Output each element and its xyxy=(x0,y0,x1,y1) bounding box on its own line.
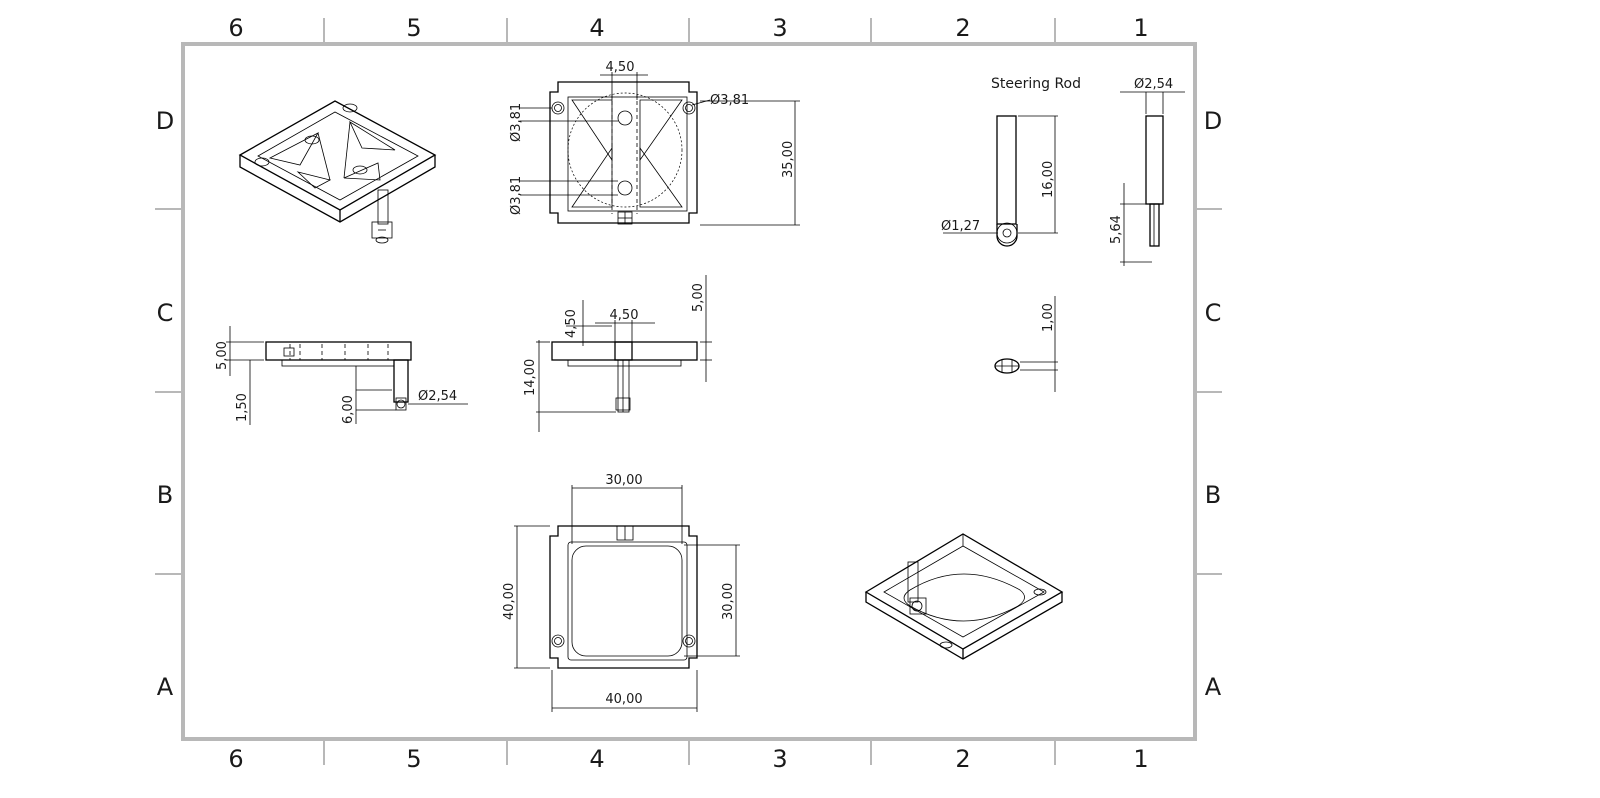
dim-rod-eye-hole: Ø1,27 xyxy=(941,219,980,234)
steering-rod-front-view: Steering Rod 16,00 Ø1,27 xyxy=(941,76,1081,247)
zone-col-5-bottom: 5 xyxy=(406,745,421,773)
steering-rod-title: Steering Rod xyxy=(991,76,1081,92)
dim-top-hole-lower-left: Ø3,81 xyxy=(509,176,524,215)
top-view: 4,50 Ø3,81 Ø3,81 Ø3,81 35,00 xyxy=(509,60,800,226)
zone-col-1-bottom: 1 xyxy=(1133,745,1148,773)
dim-top-hole-upper-right: Ø3,81 xyxy=(710,93,749,108)
dim-bottom-outer-height: 40,00 xyxy=(502,583,517,620)
zone-col-5-top: 5 xyxy=(406,14,421,42)
zone-row-B-left: B xyxy=(157,481,173,509)
dim-left-plate-thickness: 5,00 xyxy=(215,341,230,370)
zone-ticks xyxy=(155,18,1222,765)
isometric-view-bottom xyxy=(864,533,1064,660)
isometric-view-top xyxy=(238,100,437,244)
zone-col-3-bottom: 3 xyxy=(772,745,787,773)
dim-front-slot-width: 4,50 xyxy=(610,308,639,323)
zone-row-A-right: A xyxy=(1205,673,1222,701)
dim-left-base-offset: 1,50 xyxy=(235,393,250,422)
zone-row-D-left: D xyxy=(156,107,174,135)
zone-col-6-bottom: 6 xyxy=(228,745,243,773)
dim-bottom-outer-width: 40,00 xyxy=(605,692,642,707)
zone-col-6-top: 6 xyxy=(228,14,243,42)
dim-rod-tip-length: 5,64 xyxy=(1109,215,1124,244)
dim-bottom-inner-height: 30,00 xyxy=(721,583,736,620)
zone-col-2-top: 2 xyxy=(955,14,970,42)
zone-row-B-right: B xyxy=(1205,481,1221,509)
dim-bottom-inner-width: 30,00 xyxy=(605,473,642,488)
dim-rod-length: 16,00 xyxy=(1041,161,1056,198)
dim-left-rod-diameter: Ø2,54 xyxy=(418,389,457,404)
zone-col-4-top: 4 xyxy=(589,14,604,42)
bottom-view: 30,00 40,00 30,00 40,00 xyxy=(502,473,740,712)
dim-rod-top-thickness: 1,00 xyxy=(1041,303,1056,332)
zone-col-3-top: 3 xyxy=(772,14,787,42)
dim-front-slot-height: 4,50 xyxy=(564,309,579,338)
steering-rod-top-view: 1,00 xyxy=(994,296,1058,392)
dim-front-plate-height: 5,00 xyxy=(691,283,706,312)
dim-top-hole-upper-left: Ø3,81 xyxy=(509,103,524,142)
steering-rod-side-view: Ø2,54 5,64 xyxy=(1109,77,1185,266)
dim-top-height: 35,00 xyxy=(781,141,796,178)
drawing-border xyxy=(181,42,1197,741)
zone-col-2-bottom: 2 xyxy=(955,745,970,773)
zone-row-C-right: C xyxy=(1205,299,1222,327)
zone-row-C-left: C xyxy=(157,299,174,327)
dim-rod-side-diameter: Ø2,54 xyxy=(1134,77,1173,92)
dim-left-rod-length: 6,00 xyxy=(341,395,356,424)
zone-row-D-right: D xyxy=(1204,107,1222,135)
zone-row-A-left: A xyxy=(157,673,174,701)
dim-front-rod-drop: 14,00 xyxy=(523,359,538,396)
dim-top-width-center: 4,50 xyxy=(606,60,635,75)
zone-col-4-bottom: 4 xyxy=(589,745,604,773)
left-side-view: 5,00 1,50 6,00 Ø2,54 xyxy=(215,326,468,425)
front-view: 4,50 4,50 5,00 14,00 xyxy=(523,275,712,432)
zone-col-1-top: 1 xyxy=(1133,14,1148,42)
